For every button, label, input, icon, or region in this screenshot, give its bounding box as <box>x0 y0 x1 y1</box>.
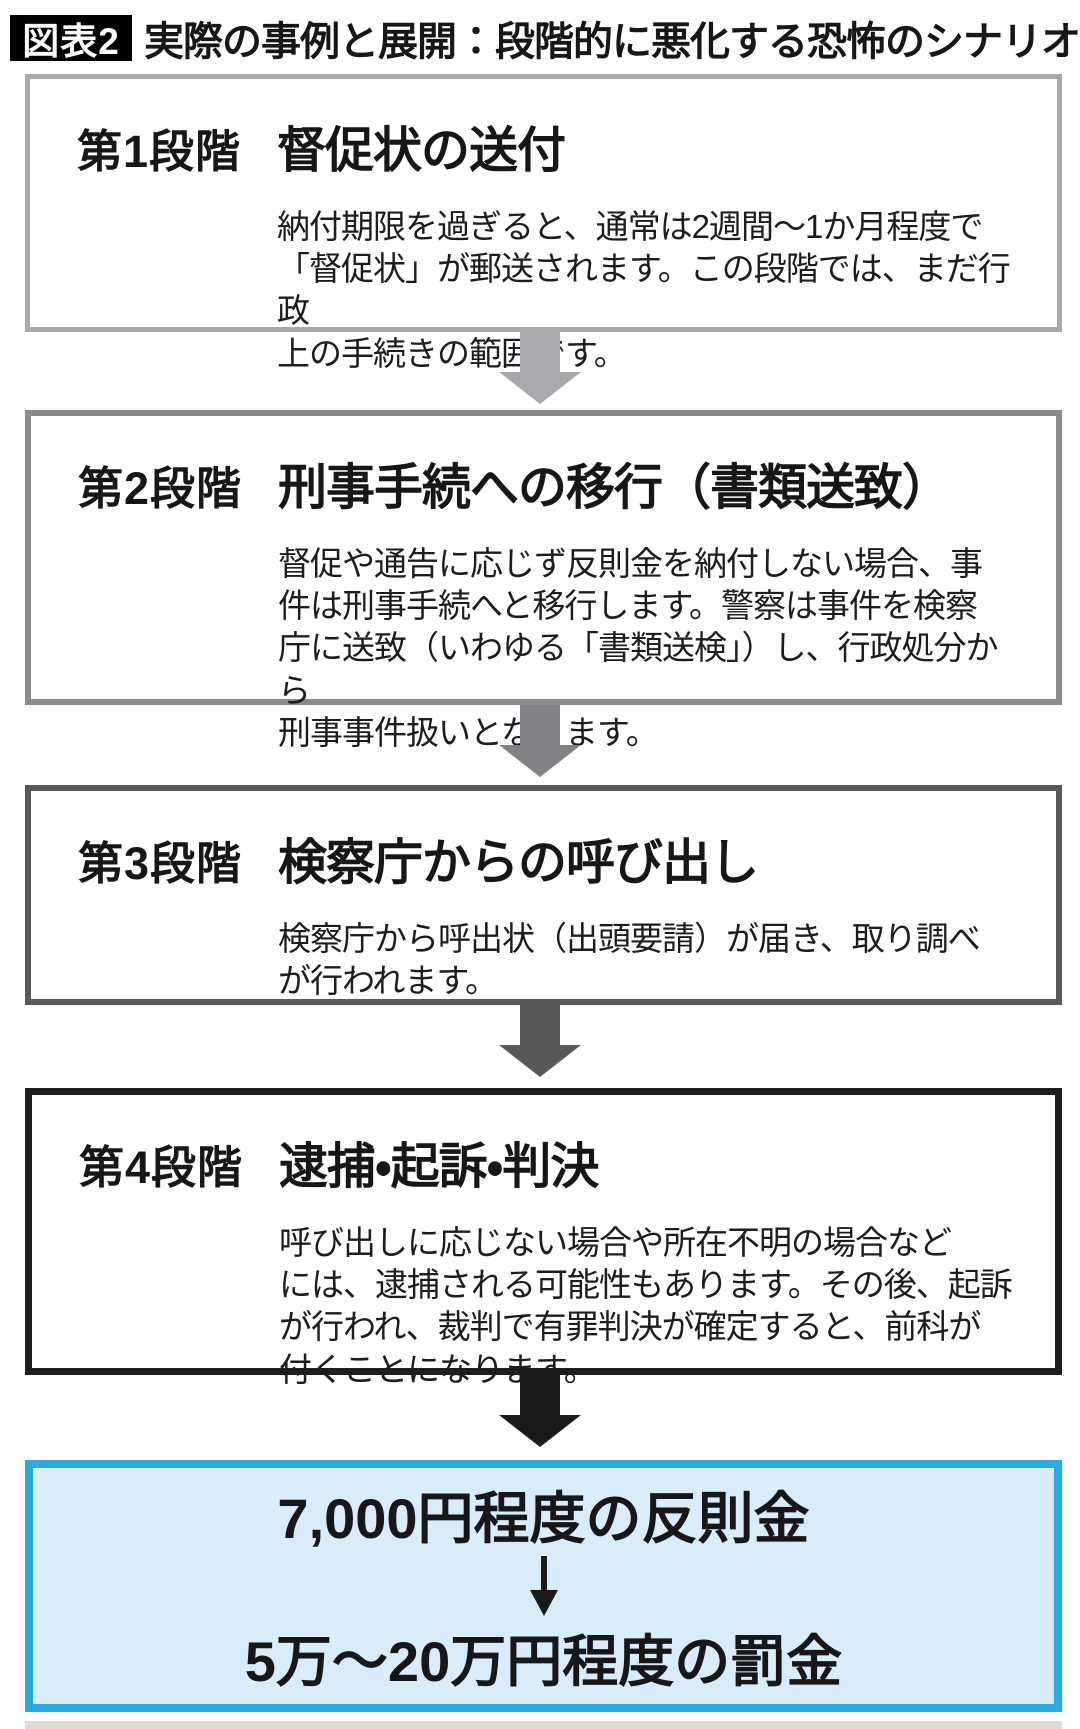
stage-body-2: 督促や通告に応じず反則金を納付しない場合、事 件は刑事手続へと移行します。警察は… <box>278 545 999 751</box>
stage-label-3: 第3段階 <box>78 838 243 889</box>
stage-title-4: 逮捕・起訴・判決 <box>279 1140 599 1194</box>
small-down-arrow-icon <box>529 1556 558 1616</box>
figure-number-badge: 図表2 <box>10 15 132 62</box>
stage-title-3: 検察庁からの呼び出し <box>278 836 759 890</box>
stage-main: 逮捕・起訴・判決 呼び出しに応じない場合や所在不明の場合など には、逮捕される可… <box>279 1127 1027 1391</box>
result-fine-after: 5万～20万円程度の罰金 <box>244 1630 843 1693</box>
stage-box-1: 第1段階 督促状の送付 納付期限を過ぎると、通常は2週間～1か月程度で 「督促状… <box>25 74 1062 372</box>
page-title: 実際の事例と展開：段階的に悪化する恐怖のシナリオ <box>144 20 1080 64</box>
stage-body-1: 納付期限を過ぎると、通常は2週間～1か月程度で 「督促状」が郵送されます。この段… <box>277 208 1011 372</box>
header: 図表2 実際の事例と展開：段階的に悪化する恐怖のシナリオ <box>0 0 1080 64</box>
down-arrow-icon <box>499 705 581 777</box>
stage-row: 第1段階 督促状の送付 納付期限を過ぎると、通常は2週間～1か月程度で 「督促状… <box>30 79 1057 375</box>
down-arrow-icon <box>499 1005 581 1077</box>
stage-row: 第3段階 検察庁からの呼び出し 検察庁から呼出状（出頭要請）が届き、取り調べ が… <box>31 791 1056 1002</box>
flow-arrow-2 <box>0 705 1080 785</box>
stage-box-3: 第3段階 検察庁からの呼び出し 検察庁から呼出状（出頭要請）が届き、取り調べ が… <box>25 785 1062 1005</box>
stage-box-4: 第4段階 逮捕・起訴・判決 呼び出しに応じない場合や所在不明の場合など には、逮… <box>25 1088 1062 1388</box>
stage-main: 督促状の送付 納付期限を過ぎると、通常は2週間～1か月程度で 「督促状」が郵送さ… <box>277 111 1029 375</box>
next-section-edge <box>25 1721 1062 1729</box>
stage-main: 検察庁からの呼び出し 検察庁から呼出状（出頭要請）が届き、取り調べ が行われます… <box>278 823 1028 1002</box>
stage-label-4: 第4段階 <box>79 1142 244 1193</box>
down-arrow-icon <box>499 332 581 404</box>
result-fine-before: 7,000円程度の反則金 <box>277 1487 810 1550</box>
flow-arrow-1 <box>0 332 1080 410</box>
stage-label-1: 第1段階 <box>77 126 242 177</box>
stage-row: 第4段階 逮捕・起訴・判決 呼び出しに応じない場合や所在不明の場合など には、逮… <box>32 1095 1055 1391</box>
flow-arrow-4 <box>0 1375 1080 1460</box>
flow-arrow-3 <box>0 1005 1080 1088</box>
stage-body-3: 検察庁から呼出状（出頭要請）が届き、取り調べ が行われます。 <box>278 920 981 1000</box>
result-box: 7,000円程度の反則金 5万～20万円程度の罰金 <box>25 1460 1062 1712</box>
stage-title-2: 刑事手続への移行（書類送致） <box>278 461 951 515</box>
stage-main: 刑事手続への移行（書類送致） 督促や通告に応じず反則金を納付しない場合、事 件は… <box>278 448 1028 754</box>
stage-box-2: 第2段階 刑事手続への移行（書類送致） 督促や通告に応じず反則金を納付しない場合… <box>25 410 1062 751</box>
stage-body-4: 呼び出しに応じない場合や所在不明の場合など には、逮捕される可能性もあります。そ… <box>279 1224 1013 1388</box>
stage-label-2: 第2段階 <box>78 463 243 514</box>
down-arrow-icon <box>499 1375 581 1447</box>
stage-title-1: 督促状の送付 <box>277 124 566 178</box>
stage-row: 第2段階 刑事手続への移行（書類送致） 督促や通告に応じず反則金を納付しない場合… <box>31 416 1056 754</box>
